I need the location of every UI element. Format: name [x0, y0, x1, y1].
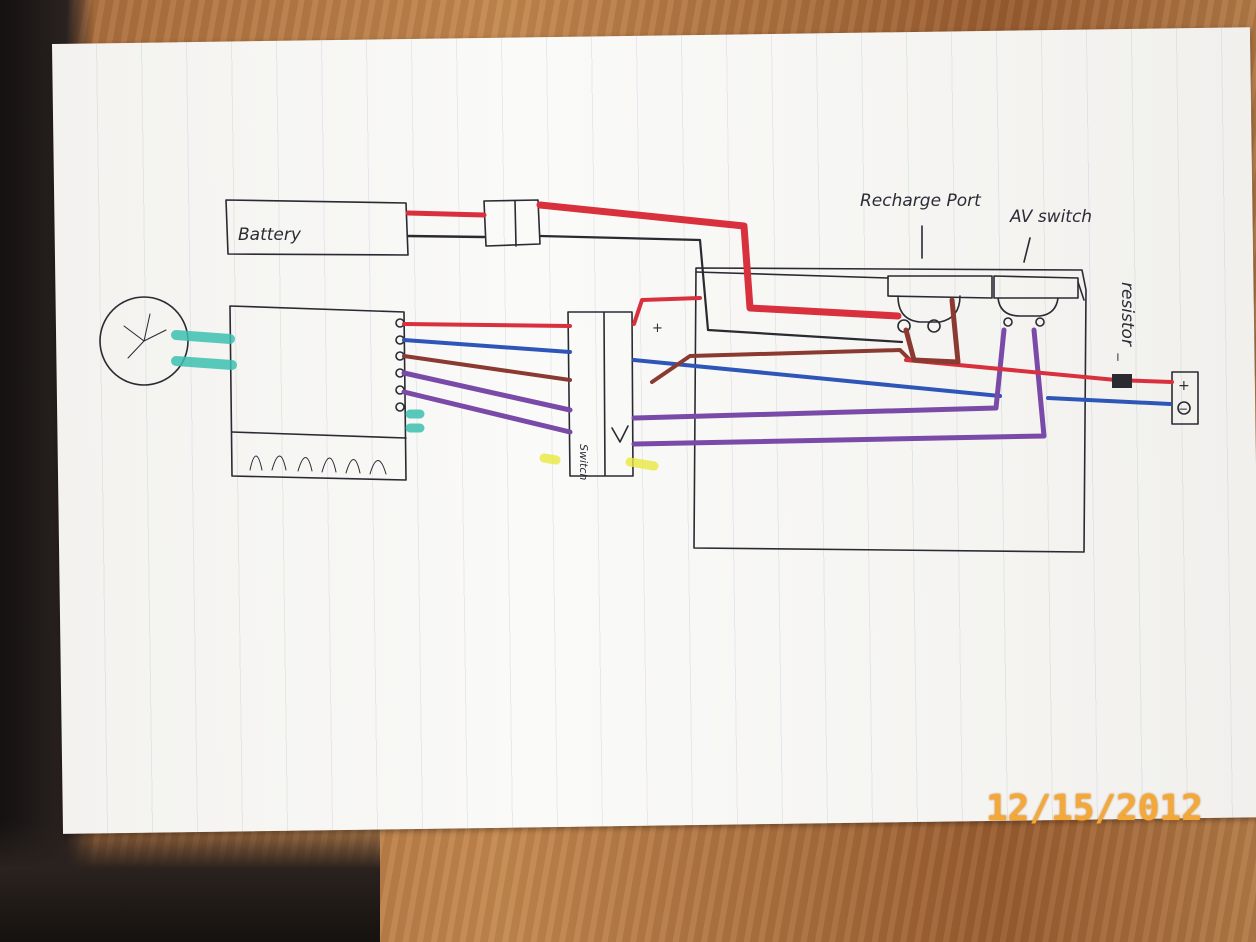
highlight-markers [171, 330, 659, 471]
switch-box [567, 311, 634, 477]
pin [395, 402, 405, 412]
yellow-marker [539, 453, 659, 471]
teal-marker [171, 330, 237, 370]
switch-label: Switch [577, 444, 590, 480]
switch-arrow [611, 425, 629, 443]
label-leader-av [1023, 237, 1031, 263]
main-board-top [695, 271, 1085, 301]
controller-box [229, 305, 407, 481]
blue-wire-right [632, 358, 1172, 406]
recharge-minus-terminal [927, 319, 941, 333]
switch-plus-label: + [652, 321, 663, 336]
purple-wire-right [631, 327, 1007, 421]
motor-circle [99, 296, 189, 386]
battery-label: Battery [238, 225, 302, 245]
av-switch-label: AV switch [1009, 207, 1092, 227]
controller-hatch [249, 455, 387, 475]
battery-connector [483, 199, 541, 247]
purple-wire [401, 389, 573, 435]
resistor-label: resistor [1117, 282, 1137, 347]
recharge-port-label: Recharge Port [860, 191, 982, 211]
red-wire-right [632, 296, 702, 326]
teal-marker [405, 409, 425, 433]
red-wire [402, 322, 572, 328]
main-board-box [693, 267, 1087, 553]
av-terminal-right [1035, 317, 1045, 327]
battery-black-main [538, 234, 904, 344]
brown-recharge-block [903, 297, 961, 365]
purple-wire [401, 370, 573, 413]
battery-red-lead [405, 210, 487, 218]
av-terminal-left [1003, 317, 1013, 327]
purple-wire-right [631, 327, 1047, 447]
bottom-shadow [0, 820, 380, 942]
controller-divider [231, 431, 407, 439]
output-minus-circle [1177, 401, 1191, 415]
av-switch-block [993, 275, 1079, 317]
date-stamp: 12/15/2012 [986, 788, 1203, 829]
brown-wire-right [650, 348, 912, 384]
output-minus-label: − [1178, 402, 1188, 416]
battery-red-main [536, 201, 902, 320]
resistor-lead-mark: − [1111, 352, 1125, 362]
motor-sketch-lines [123, 313, 167, 359]
output-connector [1171, 371, 1199, 425]
brown-wire [402, 354, 572, 382]
battery-black-lead [406, 234, 486, 239]
output-plus-label: + [1178, 378, 1190, 394]
battery-box [225, 199, 409, 256]
blue-wire [402, 338, 572, 354]
recharge-port-block [887, 275, 993, 323]
resistor-body [1112, 374, 1132, 388]
